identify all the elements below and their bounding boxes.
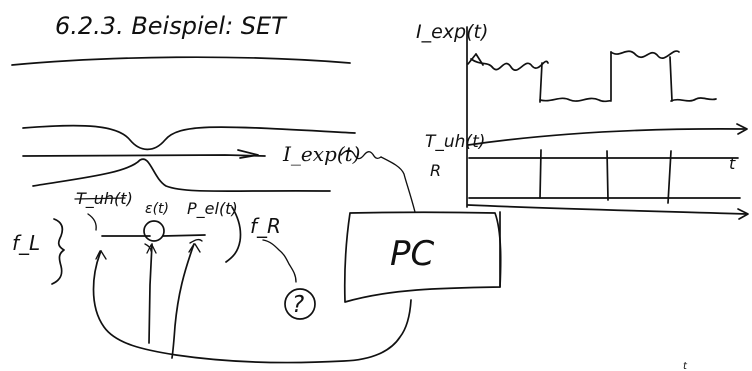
t-plot-axis-label: t [729,154,736,173]
tuh-overline [74,197,126,200]
p-el-arrow-head-right [194,243,201,253]
bottom-right-noise-trace [670,97,717,102]
baseline-arrow [237,149,259,159]
bottom-loop-wire [92,250,412,364]
tuh-axis-label: T_uh(t) [425,132,485,152]
epsilon-down-wire [148,243,153,344]
r-axis-label: R [430,161,441,180]
title-underline [11,56,351,66]
left-brace [51,218,65,285]
question-circle [284,288,316,320]
title-text: 6.2.3. Beispiel: SET [55,12,288,40]
epsilon-arrow-head-right [151,244,157,254]
tuh-down-arrow-head-right [100,250,107,260]
p-el-subscript-mark [189,238,203,244]
pc-label: PC [390,234,435,274]
epsilon-arrow-head-left [146,244,152,254]
tuh-subscript-mark [87,213,97,231]
p-el-down-wire [171,243,195,359]
top-left-step-edge [539,62,543,103]
p-el-formula-label: P_el(t) [187,199,238,219]
i-exp-signal-label: I_exp(t) [282,142,360,166]
bottom-mid-noise-trace [539,97,612,103]
upper-potential-curve [22,124,356,151]
tuh-down-arrow-head-left [95,250,101,260]
epsilon-formula-label: ε(t) [145,201,169,217]
top-left-noise-trace [470,58,549,71]
question-label: ? [292,292,304,318]
center-baseline [22,154,266,157]
i-exp-axis-label: I_exp(t) [416,21,488,43]
signal-to-pc-wire [380,156,416,213]
lower-potential-curve [32,158,331,192]
upper-plot-axis [467,128,745,146]
pulse-divider-two [606,150,609,201]
epsilon-to-p-line [162,234,206,237]
pulse-divider-one [539,149,542,199]
lower-time-arrow [737,208,749,220]
signal-to-pc-squiggle-top [340,149,382,160]
epsilon-node-circle [143,220,165,242]
right-parenthesis [225,206,242,263]
p-el-arrow-head-left [188,243,195,253]
pulse-divider-three [667,150,672,204]
upper-plot-arrow [736,123,748,135]
lower-time-axis [467,204,747,215]
f-r-label: f_R [250,214,281,238]
right-step-edge [669,56,673,102]
small-mark: t [683,361,688,371]
f-l-label: f_L [12,231,40,255]
top-right-noise-trace [610,50,680,59]
f-r-to-question-wire [262,239,297,283]
